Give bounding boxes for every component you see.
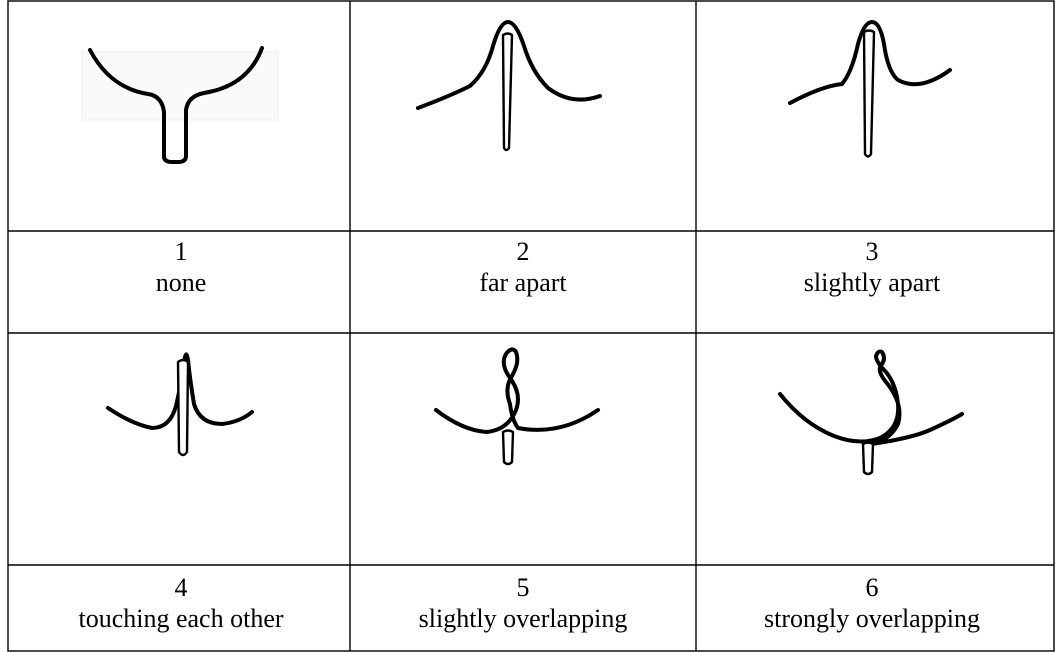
grade-description: none: [155, 268, 207, 297]
grade-1-label-cell: 1 none: [13, 236, 349, 298]
horns-touching-icon: [106, 352, 254, 457]
horns-strongly-overlapping-icon: [778, 349, 964, 476]
horns-slightly-apart-icon: [788, 20, 952, 158]
grade-3-label-cell: 3 slightly apart: [704, 236, 1040, 298]
horns-far-apart-icon: [416, 20, 602, 152]
stalk-no-horns-icon: [81, 46, 279, 164]
grade-description: far apart: [479, 268, 567, 297]
grade-number: 1: [174, 237, 188, 266]
grade-number: 6: [865, 573, 879, 602]
horns-slightly-overlapping-icon: [434, 347, 600, 466]
grade-description: slightly apart: [803, 268, 941, 297]
grade-description: strongly overlapping: [764, 604, 980, 633]
grade-6-label-cell: 6 strongly overlapping: [704, 572, 1040, 634]
grade-number: 2: [516, 237, 530, 266]
grade-number: 5: [516, 573, 530, 602]
table-borders: [7, 0, 1055, 652]
grade-4-label-cell: 4 touching each other: [13, 572, 349, 634]
grade-description: slightly overlapping: [418, 604, 628, 633]
grade-description: touching each other: [78, 604, 284, 633]
grade-number: 4: [174, 573, 188, 602]
grade-number: 3: [865, 237, 879, 266]
grade-5-label-cell: 5 slightly overlapping: [355, 572, 691, 634]
grade-2-label-cell: 2 far apart: [355, 236, 691, 298]
